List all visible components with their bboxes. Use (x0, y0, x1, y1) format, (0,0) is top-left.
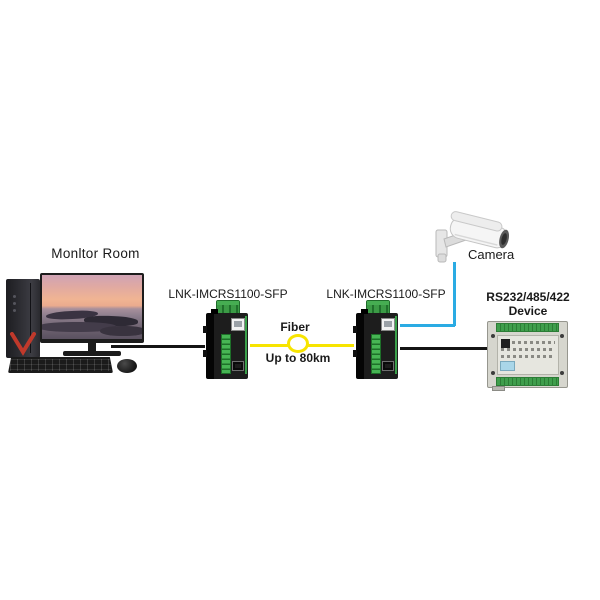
keyboard (8, 357, 113, 373)
serial-device-label-line2: Device (508, 304, 548, 318)
camera-label: Camera (468, 247, 515, 262)
device-blue-label (500, 361, 515, 371)
screen-rock (42, 322, 116, 332)
device-front-panel (497, 335, 559, 375)
panel-markings (501, 355, 555, 358)
sfp-port (382, 361, 394, 371)
right-converter-label: LNK-IMCRS1100-SFP (326, 287, 446, 301)
power-terminal-block (366, 300, 390, 317)
media-converter-left (203, 300, 251, 380)
camera-line-horizontal (400, 324, 455, 327)
screen-rock (100, 326, 142, 337)
green-edge-trim (395, 316, 397, 374)
serial-device-label: RS232/485/422 Device (477, 290, 579, 318)
monitor-room-label: Monltor Room (51, 246, 140, 261)
monitor-stand-neck (88, 343, 96, 352)
green-edge-trim (245, 316, 247, 374)
left-converter-label: LNK-IMCRS1100-SFP (168, 287, 288, 301)
copper-line-right-converter-to-device (400, 347, 488, 350)
screw (491, 334, 495, 338)
din-rail-clip (353, 350, 357, 357)
screw (560, 334, 564, 338)
media-converter-right (353, 300, 401, 380)
tower-seam (30, 283, 31, 353)
din-rail-clip (203, 326, 207, 333)
rj45-port (381, 318, 395, 331)
mouse (117, 359, 137, 373)
terminal-strip-top (496, 323, 559, 332)
din-rail-clip (353, 326, 357, 333)
tower-red-accent (10, 332, 36, 356)
monitor-screen-sunset-image (42, 275, 142, 339)
status-display (501, 339, 510, 348)
copper-line-pc-to-left-converter (111, 345, 205, 348)
led-indicator-strip (221, 334, 231, 374)
monitor-stand-base (63, 351, 121, 356)
serial-device-label-line1: RS232/485/422 (486, 290, 570, 304)
fiber-distance-label: Up to 80km (265, 351, 331, 365)
desktop-tower (6, 279, 40, 358)
serial-connector (492, 386, 505, 391)
rj45-port (231, 318, 245, 331)
cctv-camera (435, 211, 510, 263)
converter-notch (211, 309, 218, 314)
tower-vent-dots (13, 295, 16, 298)
screw (560, 371, 564, 375)
panel-markings (512, 341, 555, 344)
led-indicator-strip (371, 334, 381, 374)
screw (491, 371, 495, 375)
converter-notch (361, 309, 368, 314)
monitor (40, 273, 144, 343)
fiber-label: Fiber (280, 320, 310, 334)
fiber-slack-loop (287, 334, 309, 353)
terminal-strip-bottom (496, 377, 559, 386)
panel-markings (501, 348, 555, 351)
sfp-port (232, 361, 244, 371)
camera-line-vertical (453, 262, 456, 326)
serial-device (487, 321, 568, 391)
din-rail-clip (203, 350, 207, 357)
